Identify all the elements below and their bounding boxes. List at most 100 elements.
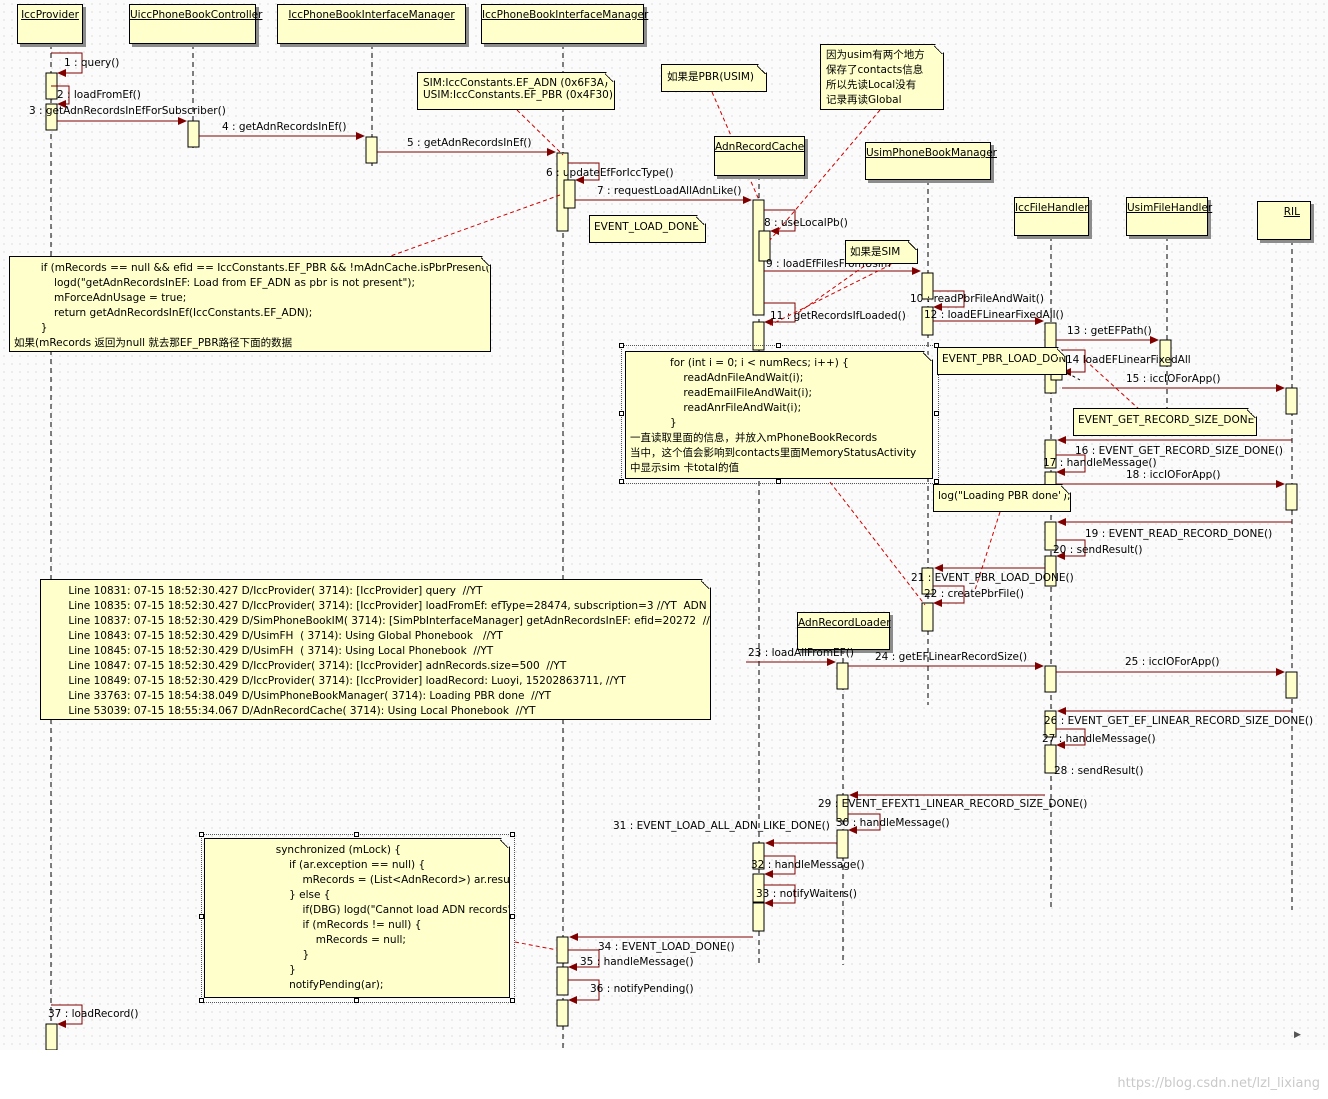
- lifeline-uicc-phonebook-controller[interactable]: UiccPhoneBookController: [129, 4, 262, 44]
- log-line: Line 10831: 07-15 18:52:30.427 D/IccProv…: [45, 585, 483, 597]
- resize-handle[interactable]: [510, 998, 515, 1003]
- code-line: }: [209, 964, 296, 976]
- log-line: Line 10845: 07-15 18:52:30.429 D/UsimFH …: [45, 645, 494, 657]
- lifeline-label: IccPhoneBookInterfaceManager: [482, 9, 649, 21]
- lifeline-label: IccFileHandler: [1015, 202, 1089, 214]
- resize-handle[interactable]: [199, 914, 204, 919]
- message-label: 3 : getAdnRecordsInEfForSubscriber(): [29, 105, 226, 117]
- code-line: if (mRecords == null && efid == IccConst…: [14, 262, 508, 274]
- note-event-get-record-size-done[interactable]: EVENT_GET_RECORD_SIZE_DONE: [1073, 408, 1257, 436]
- code-line: if (mRecords != null) {: [209, 919, 422, 931]
- lifeline-label: AdnRecordCache: [715, 141, 805, 153]
- message-label: 32 : handleMessage(): [751, 859, 865, 871]
- resize-handle[interactable]: [619, 479, 624, 484]
- resize-handle[interactable]: [510, 832, 515, 837]
- resize-handle[interactable]: [776, 343, 781, 348]
- message-label: 27 : handleMessage(): [1042, 733, 1156, 745]
- code-line: } else {: [209, 889, 331, 901]
- note-code-records-null[interactable]: if (mRecords == null && efid == IccConst…: [9, 256, 491, 352]
- message-label: 4 : getAdnRecordsInEf(): [222, 121, 347, 133]
- message-label: 23 : loadAllFromEF(): [748, 647, 854, 659]
- code-line: notifyPending(ar);: [209, 979, 384, 991]
- resize-handle[interactable]: [776, 479, 781, 484]
- note-log-loading-pbr[interactable]: log("Loading PBR done");: [933, 484, 1071, 512]
- resize-handle[interactable]: [619, 343, 624, 348]
- note-line: 如果是PBR(USIM): [667, 71, 755, 83]
- note-ef-ids[interactable]: SIM:IccConstants.EF_ADN (0x6F3A) USIM:Ic…: [417, 72, 615, 110]
- scroll-indicator-icon[interactable]: ▶: [1294, 1030, 1301, 1040]
- message-label: 8 : useLocalPb(): [764, 217, 848, 229]
- message-label: 1 : query(): [64, 57, 120, 69]
- message-label: 28 : sendResult(): [1054, 765, 1144, 777]
- lifeline-icc-provider[interactable]: IccProvider: [17, 4, 83, 44]
- watermark: https://blog.csdn.net/lzl_lixiang: [1117, 1076, 1320, 1091]
- resize-handle[interactable]: [199, 998, 204, 1003]
- lifeline-usim-file-handler[interactable]: UsimFileHandler: [1126, 197, 1212, 236]
- message-label: 20 : sendResult(): [1053, 544, 1143, 556]
- note-code-synchronized[interactable]: synchronized (mLock) { if (ar.exception …: [204, 838, 510, 998]
- code-line: mRecords = null;: [209, 934, 406, 946]
- message-label: 25 : iccIOForApp(): [1125, 656, 1220, 668]
- note-if-sim[interactable]: 如果是SIM: [845, 240, 918, 264]
- code-line: if(DBG) logd("Cannot load ADN records");: [209, 904, 521, 916]
- message-label: 33 : notifyWaiters(): [756, 888, 858, 900]
- diagram-graphics: [45, 44, 1298, 1050]
- resize-handle[interactable]: [934, 479, 939, 484]
- message-label: 24 : getEFLinearRecordSize(): [875, 651, 1028, 663]
- note-if-pbr[interactable]: 如果是PBR(USIM): [661, 64, 767, 92]
- lifeline-adn-record-cache[interactable]: AdnRecordCache: [714, 136, 805, 176]
- note-event-pbr-load-done[interactable]: EVENT_PBR_LOAD_DONE: [937, 347, 1067, 375]
- lifeline-icc-phonebook-interface-manager-2[interactable]: IccPhoneBookInterfaceManager: [481, 4, 648, 44]
- code-line: 当中，这个值会影响到contacts里面MemoryStatusActivity: [630, 447, 917, 459]
- message-label: 15 : iccIOForApp(): [1126, 373, 1221, 385]
- note-line: SIM:IccConstants.EF_ADN (0x6F3A): [423, 77, 609, 89]
- resize-handle[interactable]: [934, 411, 939, 416]
- note-line: USIM:IccConstants.EF_PBR (0x4F30): [423, 89, 613, 101]
- note-log-lines[interactable]: Line 10831: 07-15 18:52:30.427 D/IccProv…: [40, 579, 711, 720]
- lifeline-ril[interactable]: RIL: [1257, 201, 1311, 240]
- lifeline-icc-phonebook-interface-manager-1[interactable]: IccPhoneBookInterfaceManager: [277, 4, 466, 44]
- log-line: Line 10847: 07-15 18:52:30.429 D/IccProv…: [45, 660, 567, 672]
- code-line: }: [14, 322, 48, 334]
- note-line: 保存了contacts信息: [826, 64, 924, 76]
- message-label: 2 : loadFromEf(): [57, 89, 141, 101]
- log-line: Line 10837: 07-15 18:52:30.429 D/SimPhon…: [45, 615, 751, 627]
- message-label: 30 : handleMessage(): [836, 817, 950, 829]
- lifeline-label: UsimFileHandler: [1127, 202, 1213, 214]
- resize-handle[interactable]: [510, 914, 515, 919]
- lifeline-label: UsimPhoneBookManager: [866, 147, 997, 159]
- note-line: 记录再读Global: [826, 94, 902, 106]
- resize-handle[interactable]: [619, 411, 624, 416]
- message-label: 22 : createPbrFile(): [924, 588, 1024, 600]
- resize-handle[interactable]: [354, 998, 359, 1003]
- code-line: }: [209, 949, 310, 961]
- note-line: 因为usim有两个地方: [826, 49, 925, 61]
- resize-handle[interactable]: [199, 832, 204, 837]
- resize-handle[interactable]: [934, 343, 939, 348]
- lifeline-adn-record-loader[interactable]: AdnRecordLoader: [797, 612, 891, 650]
- lifeline-label: RIL: [1283, 206, 1300, 218]
- message-label: 34 : EVENT_LOAD_DONE(): [598, 941, 735, 953]
- code-line: mRecords = (List<AdnRecord>) ar.result;: [209, 874, 521, 886]
- lifeline-icc-file-handler[interactable]: IccFileHandler: [1014, 197, 1089, 236]
- note-line: 所以先读Local没有: [826, 79, 917, 91]
- log-line: Line 10835: 07-15 18:52:30.427 D/IccProv…: [45, 600, 707, 612]
- message-label: 37 : loadRecord(): [48, 1008, 139, 1020]
- code-line: readEmailFileAndWait(i);: [630, 387, 813, 399]
- note-event-load-done[interactable]: EVENT_LOAD_DONE: [589, 215, 706, 243]
- note-usim-two-places[interactable]: 因为usim有两个地方 保存了contacts信息 所以先读Local没有 记录…: [820, 44, 944, 110]
- lifeline-label: IccPhoneBookInterfaceManager: [288, 9, 455, 21]
- log-line: Line 10849: 07-15 18:52:30.429 D/IccProv…: [45, 675, 626, 687]
- lifeline-label: AdnRecordLoader: [798, 617, 891, 629]
- log-line: Line 33763: 07-15 18:54:38.049 D/UsimPho…: [45, 690, 552, 702]
- resize-handle[interactable]: [354, 832, 359, 837]
- message-label: 13 : getEFPath(): [1067, 325, 1152, 337]
- note-line: 如果是SIM: [850, 246, 901, 258]
- message-label: 5 : getAdnRecordsInEf(): [407, 137, 532, 149]
- code-line: 一直读取里面的信息，并放入mPhoneBookRecords: [630, 432, 878, 444]
- note-code-for-loop[interactable]: for (int i = 0; i < numRecs; i++) { read…: [625, 351, 933, 479]
- code-line: for (int i = 0; i < numRecs; i++) {: [630, 357, 849, 369]
- code-line: mForceAdnUsage = true;: [14, 292, 187, 304]
- lifeline-usim-phonebook-manager[interactable]: UsimPhoneBookManager: [865, 142, 997, 180]
- note-line: EVENT_PBR_LOAD_DONE: [942, 353, 1073, 365]
